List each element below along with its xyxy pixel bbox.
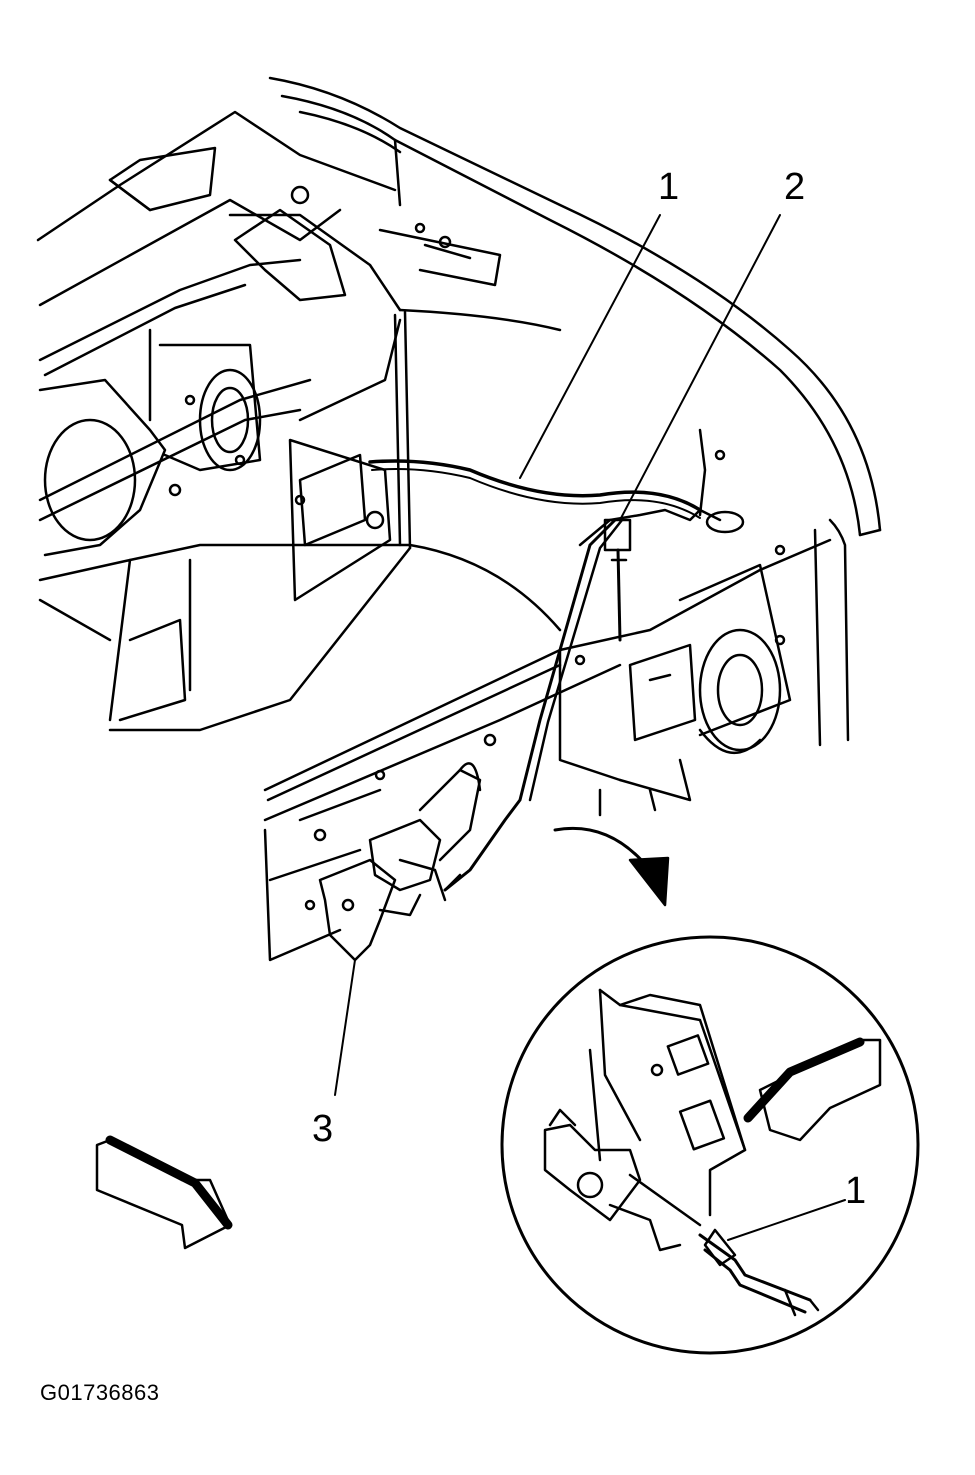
hood-latch: [318, 762, 482, 962]
hood-release-cable: [368, 428, 707, 892]
fender-outline: [268, 76, 882, 747]
callout-1: 1: [658, 166, 680, 208]
forward-arrow-detail: [743, 1037, 882, 1142]
figure-id: G01736863: [40, 1380, 160, 1405]
cable-clip: [578, 508, 745, 642]
callout-2: 2: [784, 166, 806, 208]
frame-rail: [263, 449, 832, 962]
leader-lines: [334, 214, 781, 1096]
radiator-support: [36, 110, 502, 377]
callout-3: 3: [312, 1108, 334, 1150]
callout-1-detail: 1: [845, 1170, 867, 1212]
detail-pointer-arrow: [553, 826, 670, 907]
fan-shroud: [38, 328, 312, 557]
inner-wheelhouse: [38, 308, 562, 732]
forward-arrow-main: [95, 1135, 233, 1250]
detail-leader-line: [727, 1199, 846, 1241]
detail-view: [500, 935, 920, 1355]
